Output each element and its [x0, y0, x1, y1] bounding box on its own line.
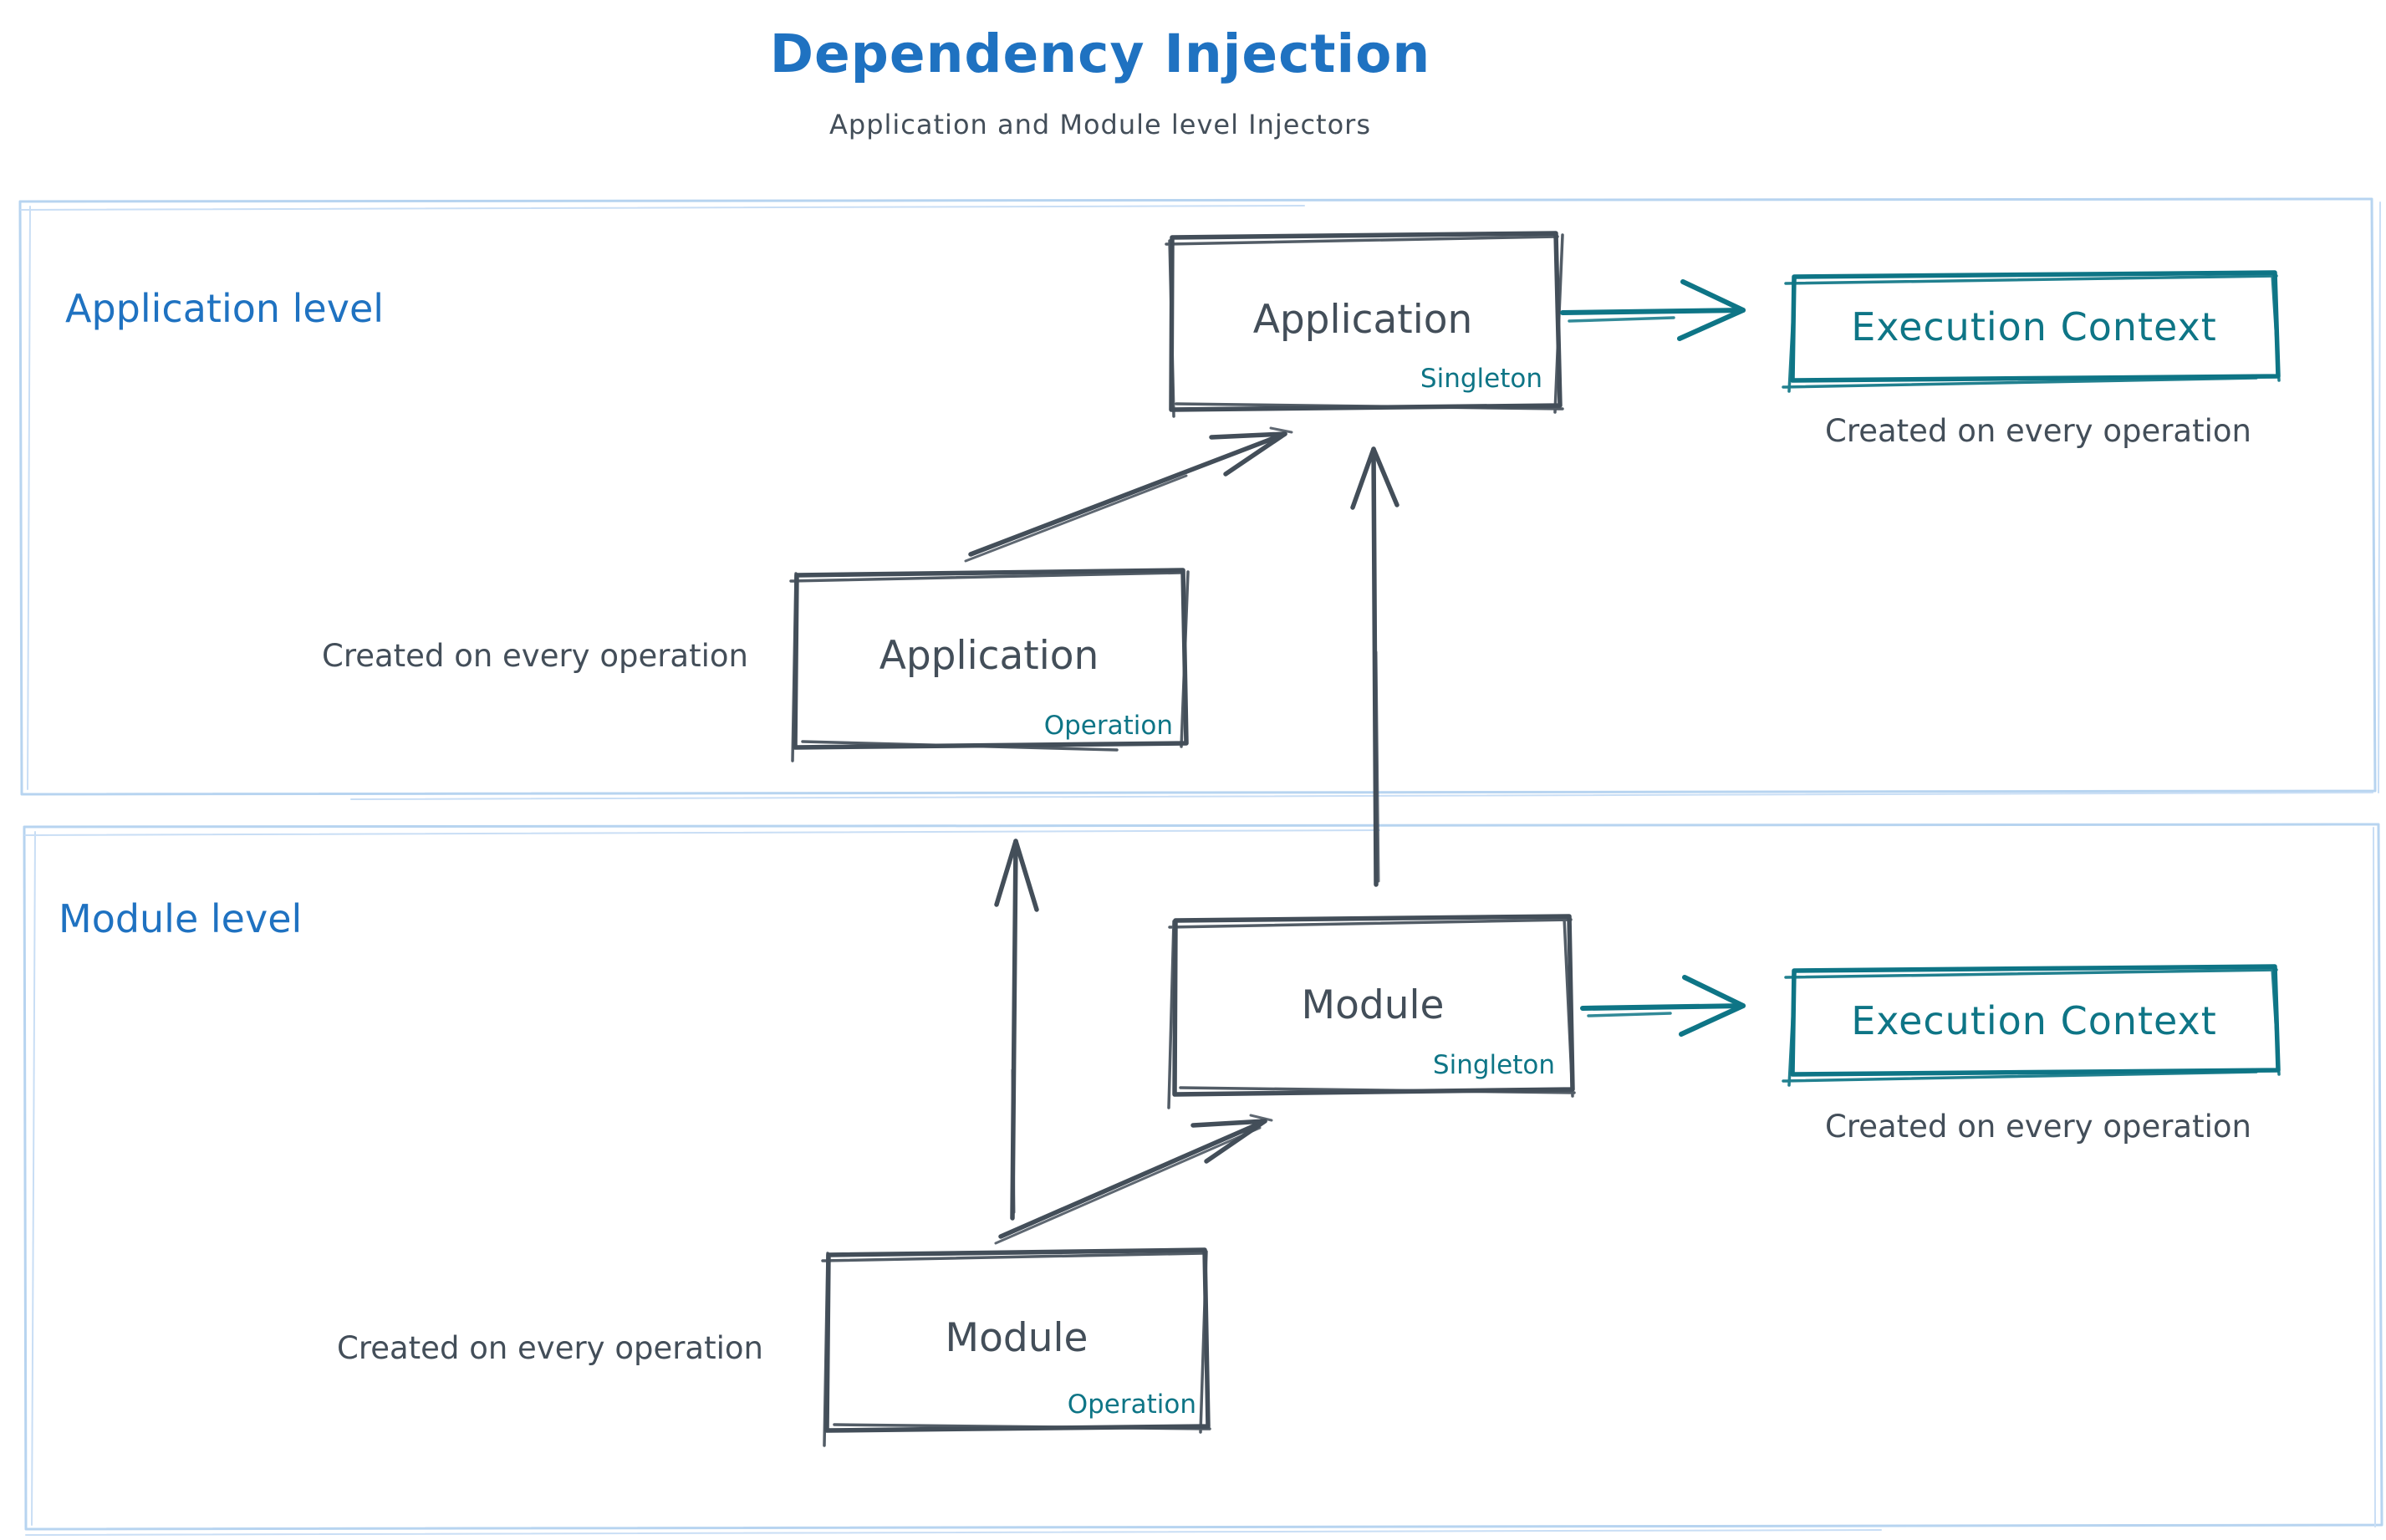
page-subtitle: Application and Module level Injectors — [829, 109, 1371, 140]
application-operation-scope: Operation — [1044, 711, 1173, 741]
module-operation-border — [824, 1247, 1211, 1433]
application-level-label: Application level — [65, 286, 384, 331]
module-execution-title: Execution Context — [1851, 998, 2217, 1043]
module-singleton-scope: Singleton — [1433, 1050, 1555, 1080]
application-operation-title: Application — [879, 633, 1099, 679]
application-singleton-node: Application Singleton — [1165, 231, 1564, 418]
arrow-application-singleton-to-execution — [1560, 279, 1746, 341]
module-level-section: Module level Module Singleton Execution … — [23, 823, 2383, 1536]
application-operation-border — [793, 568, 1189, 750]
application-singleton-border-sketch — [1165, 233, 1564, 418]
module-singleton-border-sketch — [1167, 916, 1576, 1109]
module-execution-border-sketch — [1782, 966, 2281, 1087]
application-execution-border-sketch — [1782, 273, 2281, 393]
arrow-module-operation-to-application-operation — [994, 839, 1039, 1221]
module-execution-caption: Created on every operation — [1825, 1109, 2251, 1145]
module-level-frame — [23, 823, 2383, 1531]
module-operation-title: Module — [946, 1315, 1088, 1361]
application-operation-node: Application Operation — [789, 568, 1190, 762]
application-singleton-scope: Singleton — [1420, 364, 1542, 394]
module-singleton-title: Module — [1302, 982, 1445, 1028]
arrow-module-singleton-to-application-singleton — [1350, 446, 1399, 887]
module-execution-context-node: Execution Context — [1782, 964, 2281, 1087]
arrow-module-operation-to-singleton — [994, 1114, 1273, 1245]
page-title: Dependency Injection — [770, 23, 1431, 84]
module-operation-node: Module Operation — [821, 1247, 1211, 1447]
arrow-application-operation-to-singleton — [964, 426, 1293, 563]
application-operation-caption: Created on every operation — [322, 638, 748, 674]
module-singleton-node: Module Singleton — [1167, 914, 1576, 1109]
arrow-module-singleton-to-execution — [1580, 975, 1746, 1037]
module-level-frame-sketch — [24, 827, 2376, 1536]
module-operation-border-sketch — [821, 1250, 1211, 1447]
application-level-frame — [18, 197, 2377, 796]
application-singleton-title: Application — [1253, 297, 1473, 343]
application-execution-caption: Created on every operation — [1825, 413, 2251, 449]
application-level-frame-sketch — [20, 201, 2381, 800]
application-execution-context-node: Execution Context — [1782, 270, 2281, 393]
module-level-label: Module level — [59, 896, 302, 941]
module-operation-scope: Operation — [1068, 1390, 1196, 1420]
module-operation-caption: Created on every operation — [337, 1330, 763, 1366]
application-operation-border-sketch — [789, 570, 1190, 762]
application-execution-title: Execution Context — [1851, 304, 2217, 349]
application-level-section: Application level Application Singleton … — [18, 197, 2381, 800]
heading: Dependency Injection Application and Mod… — [770, 23, 1431, 140]
